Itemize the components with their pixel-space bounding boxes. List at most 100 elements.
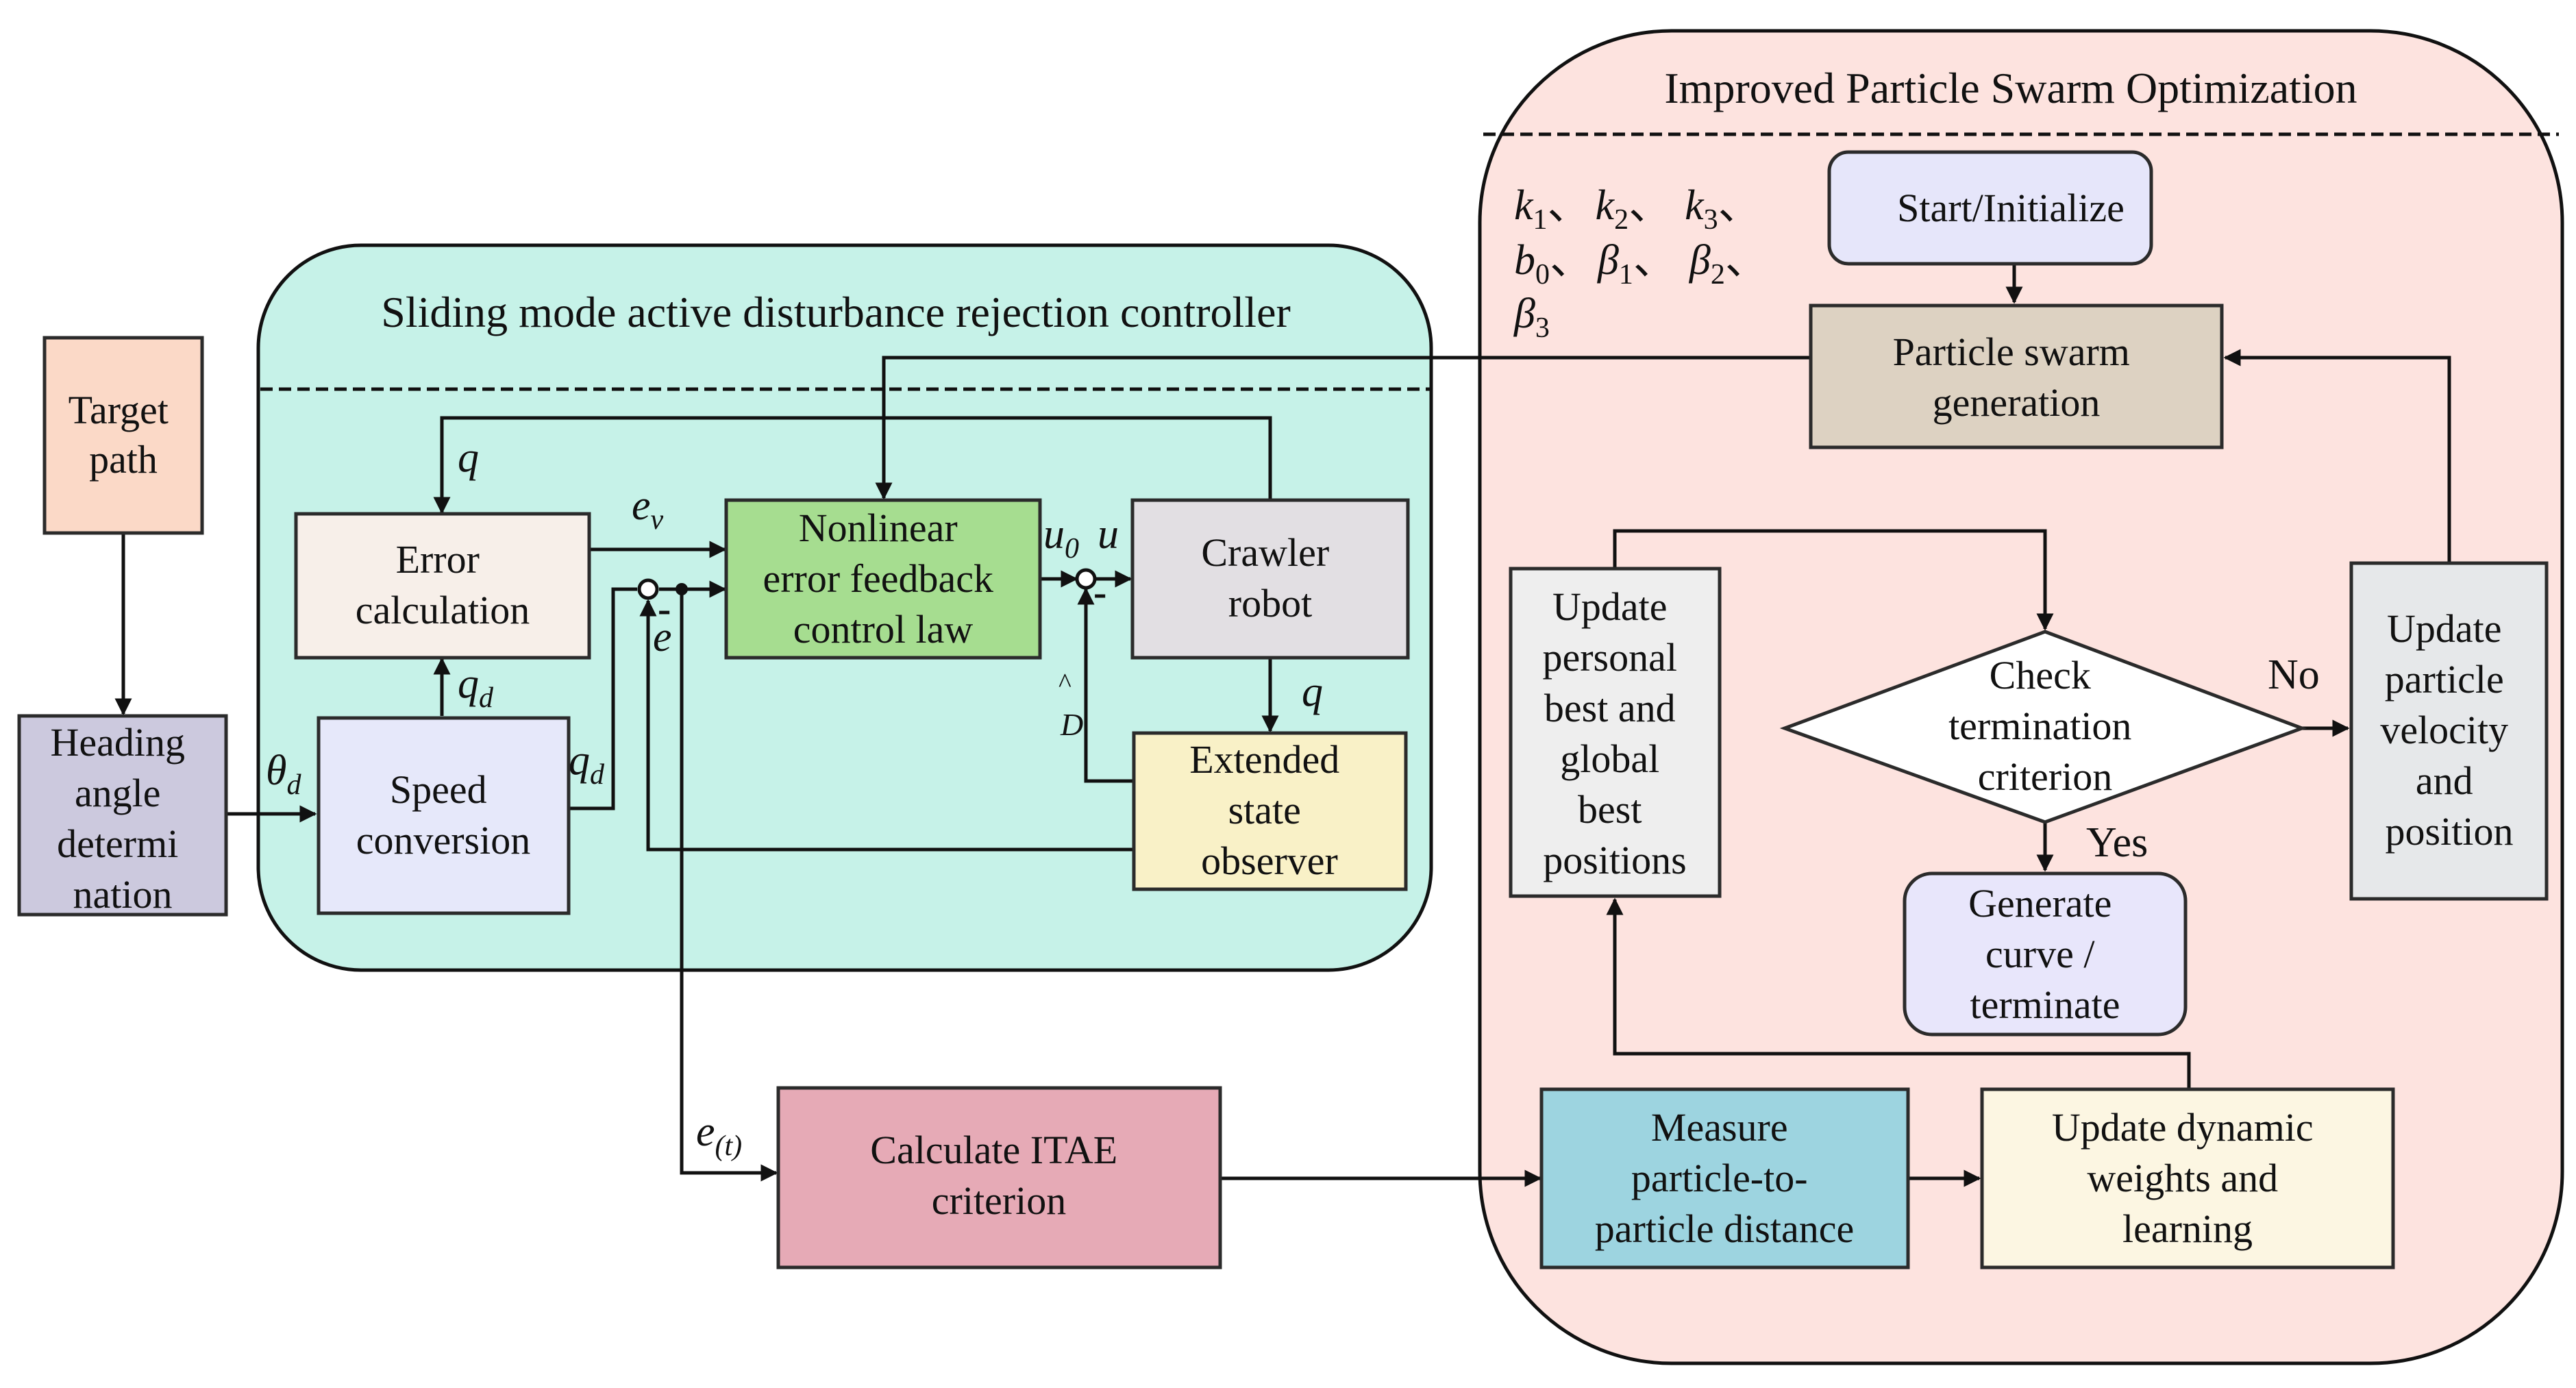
update-best-positions-block: Update personal best and global best pos…: [1509, 567, 1722, 898]
update-vel-line: Update: [2387, 606, 2502, 651]
speed-conv-line: conversion: [356, 818, 531, 863]
itae-line: Calculate ITAE: [870, 1128, 1117, 1172]
signal-labels: q qd qd θd ev e - u0 u - ^ D q e(t): [266, 434, 1323, 1162]
pso-gen-line: generation: [1933, 380, 2101, 425]
check-line: criterion: [1978, 754, 2112, 799]
target-path-line: path: [89, 437, 158, 482]
junctions: [637, 568, 1097, 600]
error-calc-line: Error: [396, 537, 480, 582]
target-path-block: Target path: [42, 336, 204, 535]
branch-point: [676, 583, 688, 595]
update-best-line: global: [1560, 736, 1659, 781]
ipso-title: Improved Particle Swarm Optimization: [1664, 64, 2357, 112]
minus-sign-1: -: [658, 586, 671, 631]
summing-junction-error: [637, 578, 659, 600]
extended-state-observer-block: Extended state observer: [1132, 731, 1408, 891]
update-vel-line: particle: [2385, 657, 2504, 702]
nonlinear-line: control law: [793, 607, 974, 652]
signal-u: u: [1098, 511, 1119, 558]
signal-d-hat: D: [1060, 707, 1083, 742]
heading-line: angle: [75, 771, 161, 815]
speed-conv-line: Speed: [390, 767, 487, 812]
svg-text:Particle swarm generatio: Particle swarm generation: [1893, 330, 2140, 425]
svg-text:Measure particle-to-: Measure particle-to- particle distance: [1595, 1105, 1854, 1251]
update-vel-line: position: [2386, 809, 2514, 854]
label-no: No: [2268, 652, 2320, 698]
start-initialize-block: Start/Initialize: [1827, 150, 2153, 266]
update-vel-line: and: [2416, 758, 2473, 803]
wires: [114, 264, 2451, 1187]
heading-block: Heading angle determi nation: [17, 714, 228, 917]
svg-text:Update dynamic weights a: Update dynamic weights and learning: [2052, 1105, 2323, 1251]
error-calculation-block: Error calculation: [294, 512, 591, 660]
signal-d-hat-mark: ^: [1058, 667, 1072, 698]
label-yes: Yes: [2086, 819, 2148, 866]
dyn-weights-line: learning: [2122, 1206, 2253, 1251]
params-line-3: β3: [1513, 290, 1550, 344]
signal-e-feedback: e: [653, 614, 672, 660]
signal-ev: ev: [632, 482, 664, 536]
eso-line: observer: [1201, 839, 1338, 883]
minus-sign-2: -: [1093, 570, 1106, 615]
svg-text:Heading angle dete: Heading angle determi nation: [51, 720, 195, 917]
update-best-line: personal: [1543, 635, 1678, 680]
svg-text:Speed conversion: Speed conversion: [356, 767, 531, 863]
update-best-line: best and: [1544, 686, 1676, 730]
summing-junction-control: [1075, 568, 1097, 590]
particle-swarm-generation-block: Particle swarm generation: [1809, 303, 2224, 449]
signal-qd-right: qd: [569, 737, 605, 791]
measure-line: Measure: [1651, 1105, 1788, 1150]
signal-qd-up: qd: [458, 660, 494, 714]
svg-text:Generate curve / t: Generate curve / terminate: [1968, 881, 2122, 1027]
crawler-line: robot: [1228, 581, 1312, 625]
generate-line: terminate: [1970, 982, 2120, 1027]
svg-text:Update personal be: Update personal best and global best pos…: [1543, 584, 1687, 882]
heading-line: Heading: [51, 720, 186, 765]
speed-conversion-block: Speed conversion: [317, 716, 571, 915]
dyn-weights-line: Update dynamic: [2052, 1105, 2314, 1150]
svg-text:Error calculation: Error calculation: [356, 537, 530, 632]
smadrc-title: Sliding mode active disturbance rejectio…: [381, 288, 1291, 336]
measure-distance-block: Measure particle-to- particle distance: [1539, 1087, 1910, 1269]
svg-text:Update particle ve: Update particle velocity and position: [2380, 606, 2518, 854]
signal-u0: u0: [1043, 511, 1079, 565]
measure-line: particle-to-: [1631, 1156, 1808, 1200]
svg-text:Extended state obs: Extended state observer: [1189, 737, 1350, 883]
itae-block: Calculate ITAE criterion: [776, 1086, 1222, 1269]
svg-text:Nonlinear error feedback: Nonlinear error feedback control law: [763, 506, 1004, 652]
error-calc-line: calculation: [356, 588, 530, 632]
nonlinear-feedback-block: Nonlinear error feedback control law: [724, 498, 1042, 660]
signal-q-robot: q: [1302, 669, 1323, 715]
heading-line: nation: [73, 872, 173, 917]
crawler-robot-block: Crawler robot: [1130, 498, 1410, 660]
signal-theta-d: θd: [266, 747, 301, 801]
signal-e-t: e(t): [696, 1108, 742, 1162]
branch-labels: No Yes: [2086, 652, 2320, 866]
svg-text:Calculate ITAE criterion: Calculate ITAE criterion: [870, 1128, 1127, 1223]
signal-q-feedback: q: [458, 434, 479, 481]
pso-gen-line: Particle swarm: [1893, 330, 2130, 374]
check-termination-decision: Check termination criterion: [1779, 630, 2307, 824]
generate-line: curve /: [1985, 932, 2095, 976]
check-line: Check: [1990, 653, 2091, 697]
eso-line: state: [1228, 788, 1301, 832]
measure-line: particle distance: [1595, 1206, 1854, 1251]
params-line-1: k1、k2、k3、: [1514, 182, 1761, 236]
svg-text:Check termination: Check termination criterion: [1948, 653, 2142, 799]
crawler-line: Crawler: [1201, 530, 1329, 575]
params-line-2: b0、β1、β2、: [1514, 237, 1768, 290]
dynamic-weights-block: Update dynamic weights and learning: [1980, 1087, 2395, 1269]
itae-line: criterion: [932, 1178, 1066, 1223]
update-best-line: best: [1578, 787, 1642, 832]
svg-text:Target path: Target path: [69, 388, 179, 482]
nonlinear-line: error feedback: [763, 556, 993, 601]
eso-line: Extended: [1189, 737, 1339, 782]
generate-curve-block: Generate curve / terminate: [1903, 871, 2188, 1037]
check-line: termination: [1948, 704, 2131, 748]
svg-text:Crawler robot: Crawler robot: [1201, 530, 1339, 625]
update-vel-line: velocity: [2380, 708, 2508, 752]
target-path-line: Target: [69, 388, 169, 432]
controller-parameters: k1、k2、k3、 b0、β1、β2、 β3: [1513, 182, 1768, 344]
generate-line: Generate: [1968, 881, 2111, 926]
